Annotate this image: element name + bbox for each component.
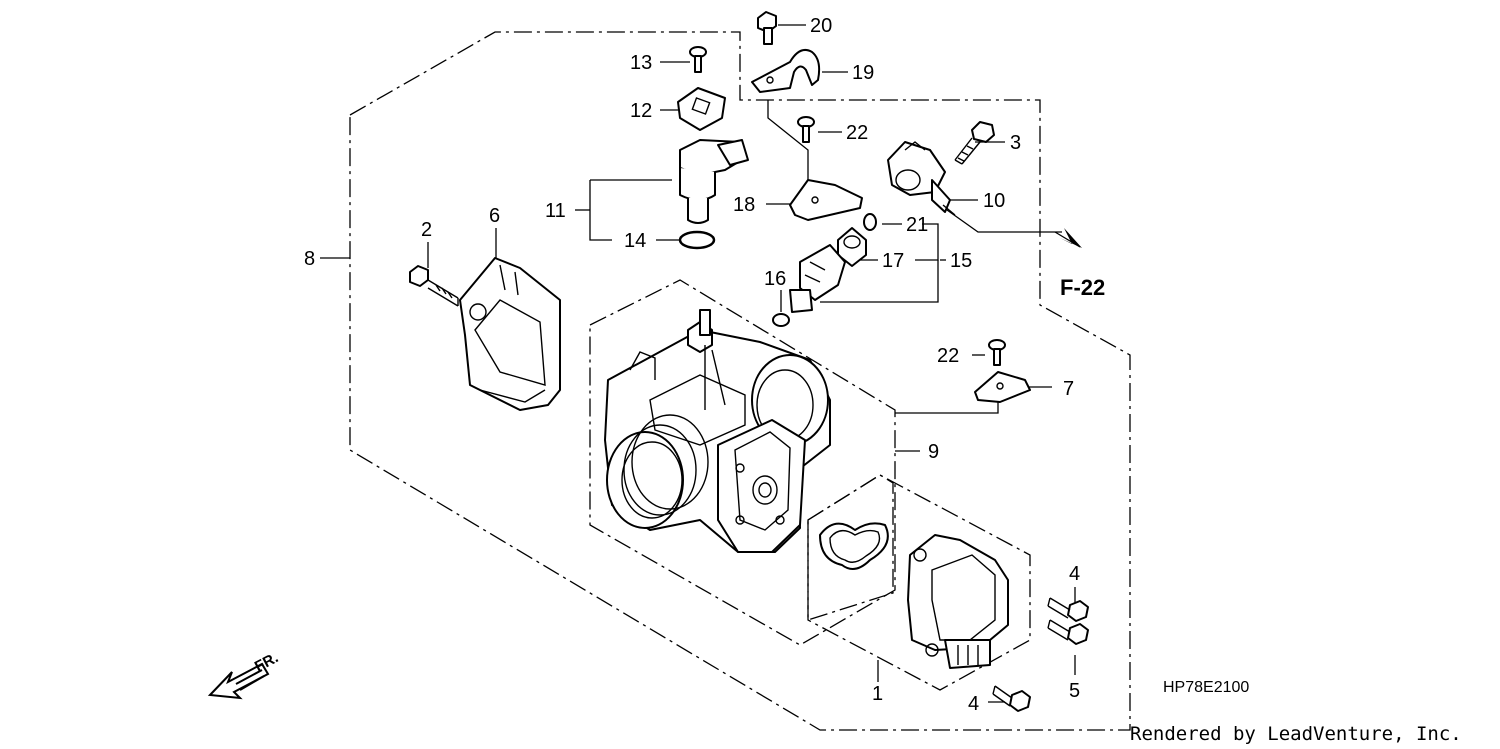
bolt-2 <box>409 265 459 307</box>
screw-5 <box>1047 619 1089 645</box>
callout-4-lower: 4 <box>968 693 979 715</box>
throttle-body <box>604 309 831 553</box>
sensor-10 <box>887 141 956 216</box>
callout-9: 9 <box>928 441 939 463</box>
assembly-boundary-8 <box>349 31 1131 731</box>
callout-7: 7 <box>1063 378 1074 400</box>
o-ring-16 <box>772 313 790 327</box>
gasket-boundary <box>807 474 894 621</box>
callout-5: 5 <box>1069 680 1080 702</box>
plate-7 <box>974 371 1031 403</box>
diagram-code: HP78E2100 <box>1163 679 1249 696</box>
screw-4-upper <box>1047 597 1089 622</box>
callout-17: 17 <box>882 250 904 272</box>
callout-11: 11 <box>545 200 566 222</box>
callout-10: 10 <box>983 190 1005 212</box>
throttle-body-boundary-9 <box>589 279 896 646</box>
callout-4-upper: 4 <box>1069 563 1080 585</box>
callout-16: 16 <box>764 268 786 290</box>
screw-13 <box>689 46 707 73</box>
bolt-3 <box>954 121 995 165</box>
clamp-19 <box>751 49 821 93</box>
plate-18 <box>789 179 863 221</box>
sensor-1 <box>907 534 1009 669</box>
o-ring-21 <box>863 213 877 231</box>
callout-12: 12 <box>630 100 652 122</box>
bolt-20 <box>757 11 777 45</box>
callout-15: 15 <box>950 250 972 272</box>
screw-22-lower <box>988 339 1006 366</box>
callout-8: 8 <box>304 248 315 270</box>
o-ring-14 <box>678 230 716 250</box>
bracket-12 <box>677 87 726 131</box>
callout-19: 19 <box>852 62 874 84</box>
callout-1: 1 <box>872 683 883 705</box>
callout-21: 21 <box>906 214 928 236</box>
screw-22-upper <box>797 116 815 143</box>
gasket <box>819 522 889 570</box>
callout-22-upper: 22 <box>846 122 868 144</box>
leader-lines <box>320 24 1082 703</box>
callout-22-lower: 22 <box>937 345 959 367</box>
credit-text: Rendered by LeadVenture, Inc. <box>1130 723 1462 745</box>
injector-15 <box>789 244 846 313</box>
sensor-11 <box>679 139 749 224</box>
callout-2: 2 <box>421 219 432 241</box>
cover-6 <box>459 257 561 411</box>
sensor-boundary-1 <box>807 474 1031 691</box>
callout-6: 6 <box>489 205 500 227</box>
callout-18: 18 <box>733 194 755 216</box>
callout-20: 20 <box>810 15 832 37</box>
front-arrow-icon <box>207 662 270 700</box>
callout-13: 13 <box>630 52 652 74</box>
reference-label: F-22 <box>1060 275 1105 300</box>
screw-4-lower <box>992 685 1031 712</box>
callout-3: 3 <box>1010 132 1021 154</box>
callout-14: 14 <box>624 230 646 252</box>
